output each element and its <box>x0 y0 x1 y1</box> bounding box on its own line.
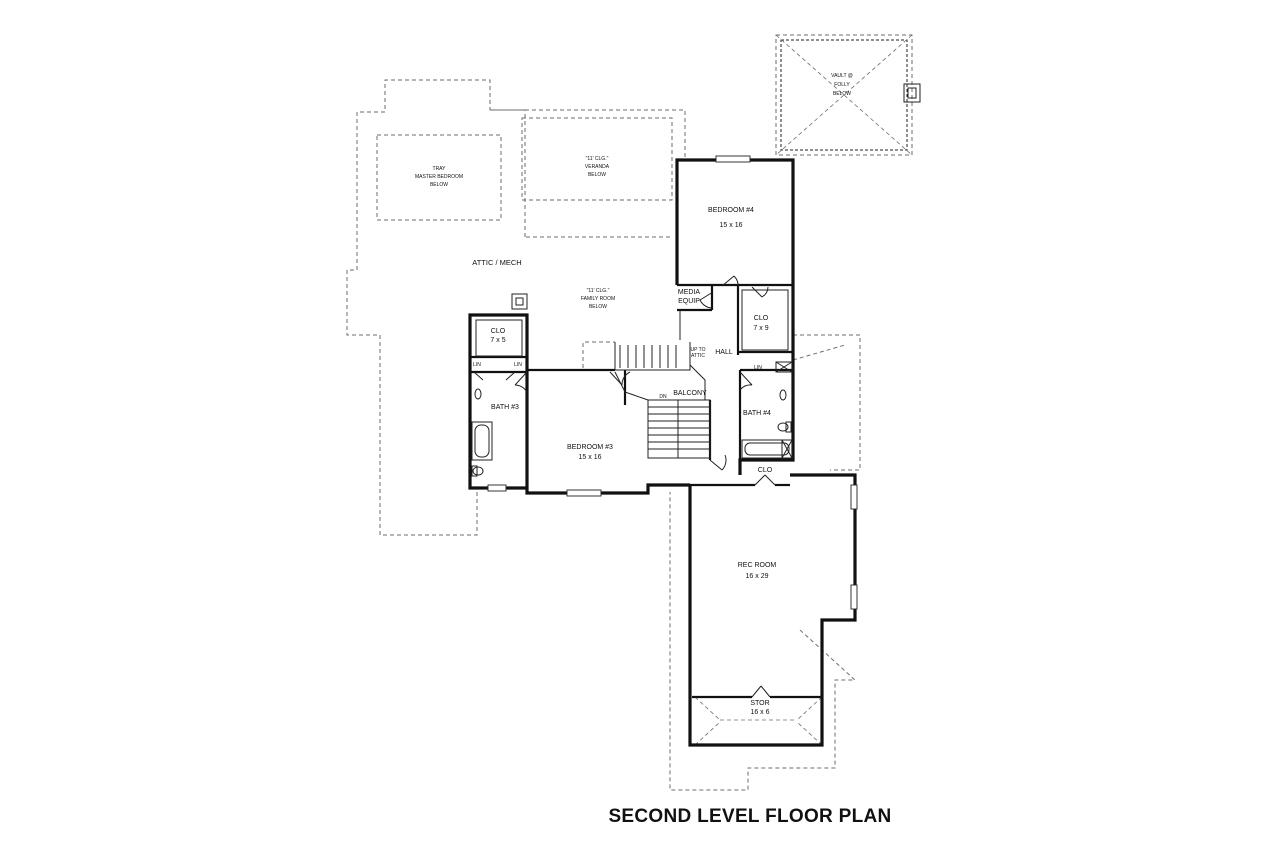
bath3-name: BATH #3 <box>491 404 519 411</box>
fixtures <box>471 289 793 477</box>
linen-label-a: LIN <box>473 362 481 368</box>
stor-roof <box>694 696 823 746</box>
linen-label-b: LIN <box>514 362 522 368</box>
room-labels: BEDROOM #4 15 x 16 BEDROOM #3 15 x 16 CL… <box>472 207 776 716</box>
staircase <box>614 342 711 459</box>
family-note-line1: "11' CLG." <box>587 288 610 294</box>
bath4-name: BATH #4 <box>743 410 771 417</box>
media-label-line1: MEDIA <box>678 289 701 296</box>
family-note-line2: FAMILY ROOM <box>581 296 615 302</box>
stair-down-label: DN <box>659 394 667 400</box>
roof-outline <box>346 79 861 791</box>
attic-mech-label: ATTIC / MECH <box>472 258 521 267</box>
door-swings <box>473 275 776 698</box>
bedroom3-size: 15 x 16 <box>579 454 602 461</box>
veranda-note-line2: VERANDA <box>585 164 610 170</box>
stor-name: STOR <box>750 700 769 707</box>
clo-left-name: CLO <box>491 328 506 335</box>
linen-label-c: LIN <box>754 365 762 371</box>
tray-note-line2: MASTER BEDROOM <box>415 174 463 180</box>
up-attic-line2: ATTIC <box>691 353 705 359</box>
veranda-note-line1: "11' CLG." <box>586 156 609 162</box>
clo-small-name: CLO <box>758 467 773 474</box>
interior-walls <box>470 283 822 699</box>
family-note-line3: BELOW <box>589 304 607 310</box>
folly-note-line3: BELOW <box>833 91 851 97</box>
windows <box>487 155 858 610</box>
clo-left-size: 7 x 5 <box>490 337 505 344</box>
plan-title: SECOND LEVEL FLOOR PLAN <box>608 806 892 827</box>
bedroom3-name: BEDROOM #3 <box>567 444 613 451</box>
media-label-line2: EQUIP <box>678 298 700 305</box>
folly-roof <box>775 34 921 156</box>
folly-note-line2: FOLLY <box>834 82 850 88</box>
bedroom4-size: 15 x 16 <box>720 222 743 229</box>
up-attic-line1: UP TO <box>690 347 705 353</box>
bedroom4-name: BEDROOM #4 <box>708 207 754 214</box>
clo-right-size: 7 x 9 <box>753 325 768 332</box>
below-notes: TRAY MASTER BEDROOM BELOW "11' CLG." VER… <box>415 73 853 310</box>
folly-note-line1: VAULT @ <box>831 73 853 79</box>
veranda-note-line3: BELOW <box>588 172 606 178</box>
tray-note-line3: BELOW <box>430 182 448 188</box>
hall-label: HALL <box>715 349 733 356</box>
stor-size: 16 x 6 <box>750 709 769 716</box>
exterior-walls <box>468 158 857 747</box>
rec-room-size: 16 x 29 <box>746 573 769 580</box>
tray-note-line1: TRAY <box>433 166 447 172</box>
clo-right-name: CLO <box>754 315 769 322</box>
rec-room-name: REC ROOM <box>738 562 777 569</box>
balcony-label: BALCONY <box>673 390 707 397</box>
